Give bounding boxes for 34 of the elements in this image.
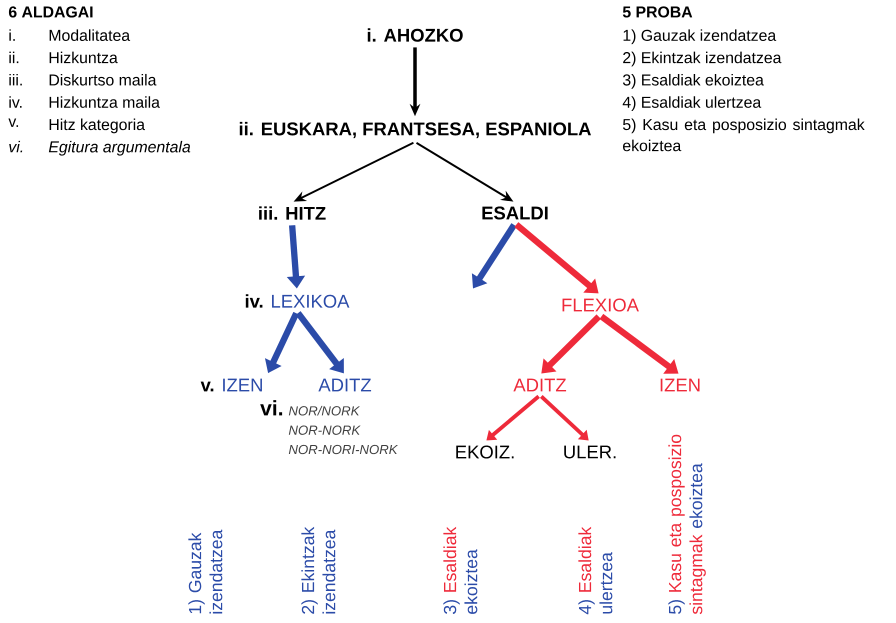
list-item: Hitz kategoria (50, 118, 146, 134)
node-label: v. IZEN (200, 378, 262, 392)
list-heading: 6 ALDAGAI (8, 6, 92, 18)
node-label: iv. LEXIKOA (246, 294, 350, 308)
node-label: ADITZ (513, 378, 566, 392)
list-numeral: ii. (9, 52, 18, 64)
list-item: Diskurtso maila (50, 74, 156, 86)
list-item: 4) Esaldiak ulertzea (622, 96, 762, 111)
list-numeral: iii. (9, 74, 22, 86)
node-label: vi. NOR/NORK NOR-NORK NOR-NORI-NORK (260, 400, 398, 454)
list-item: Hizkuntza (50, 52, 118, 64)
list-heading: 5 PROBA (622, 6, 692, 18)
node-label: iii. HITZ (259, 206, 326, 220)
node-label: i. AHOZKO (368, 28, 463, 42)
node-label: ADITZ (318, 378, 372, 392)
node-label: ii. EUSKARA, FRANTSESA, ESPANIOLA (240, 122, 591, 138)
node-label: ULER. (564, 446, 616, 458)
list-item: Hizkuntza maila (50, 96, 160, 108)
vertical-caption: 2) Ekintzak izendatzea (301, 526, 336, 614)
node-label: ESALDI (482, 206, 548, 220)
node-label: FLEXIOA (562, 298, 639, 312)
vertical-caption: 1) Gauzak izendatzea (188, 530, 222, 614)
node-label: EKOIZ. (456, 445, 514, 459)
list-item: Modalitatea (50, 29, 130, 41)
list-item: 3) Esaldiak ekoiztea (622, 74, 764, 89)
list-numeral: iv. (9, 96, 22, 108)
list-numeral: v. (8, 118, 18, 127)
list-item: 5) Kasu eta posposizio sintagmak ekoiztea (623, 118, 865, 152)
list-item: 1) Gauzak izendatzea (624, 29, 776, 44)
list-item: Egitura argumentala (48, 140, 190, 156)
node-label: IZEN (660, 378, 700, 392)
list-numeral: i. (9, 29, 15, 41)
list-numeral: vi. (9, 140, 22, 152)
list-item: 2) Ekintzak izendatzea (623, 52, 782, 66)
